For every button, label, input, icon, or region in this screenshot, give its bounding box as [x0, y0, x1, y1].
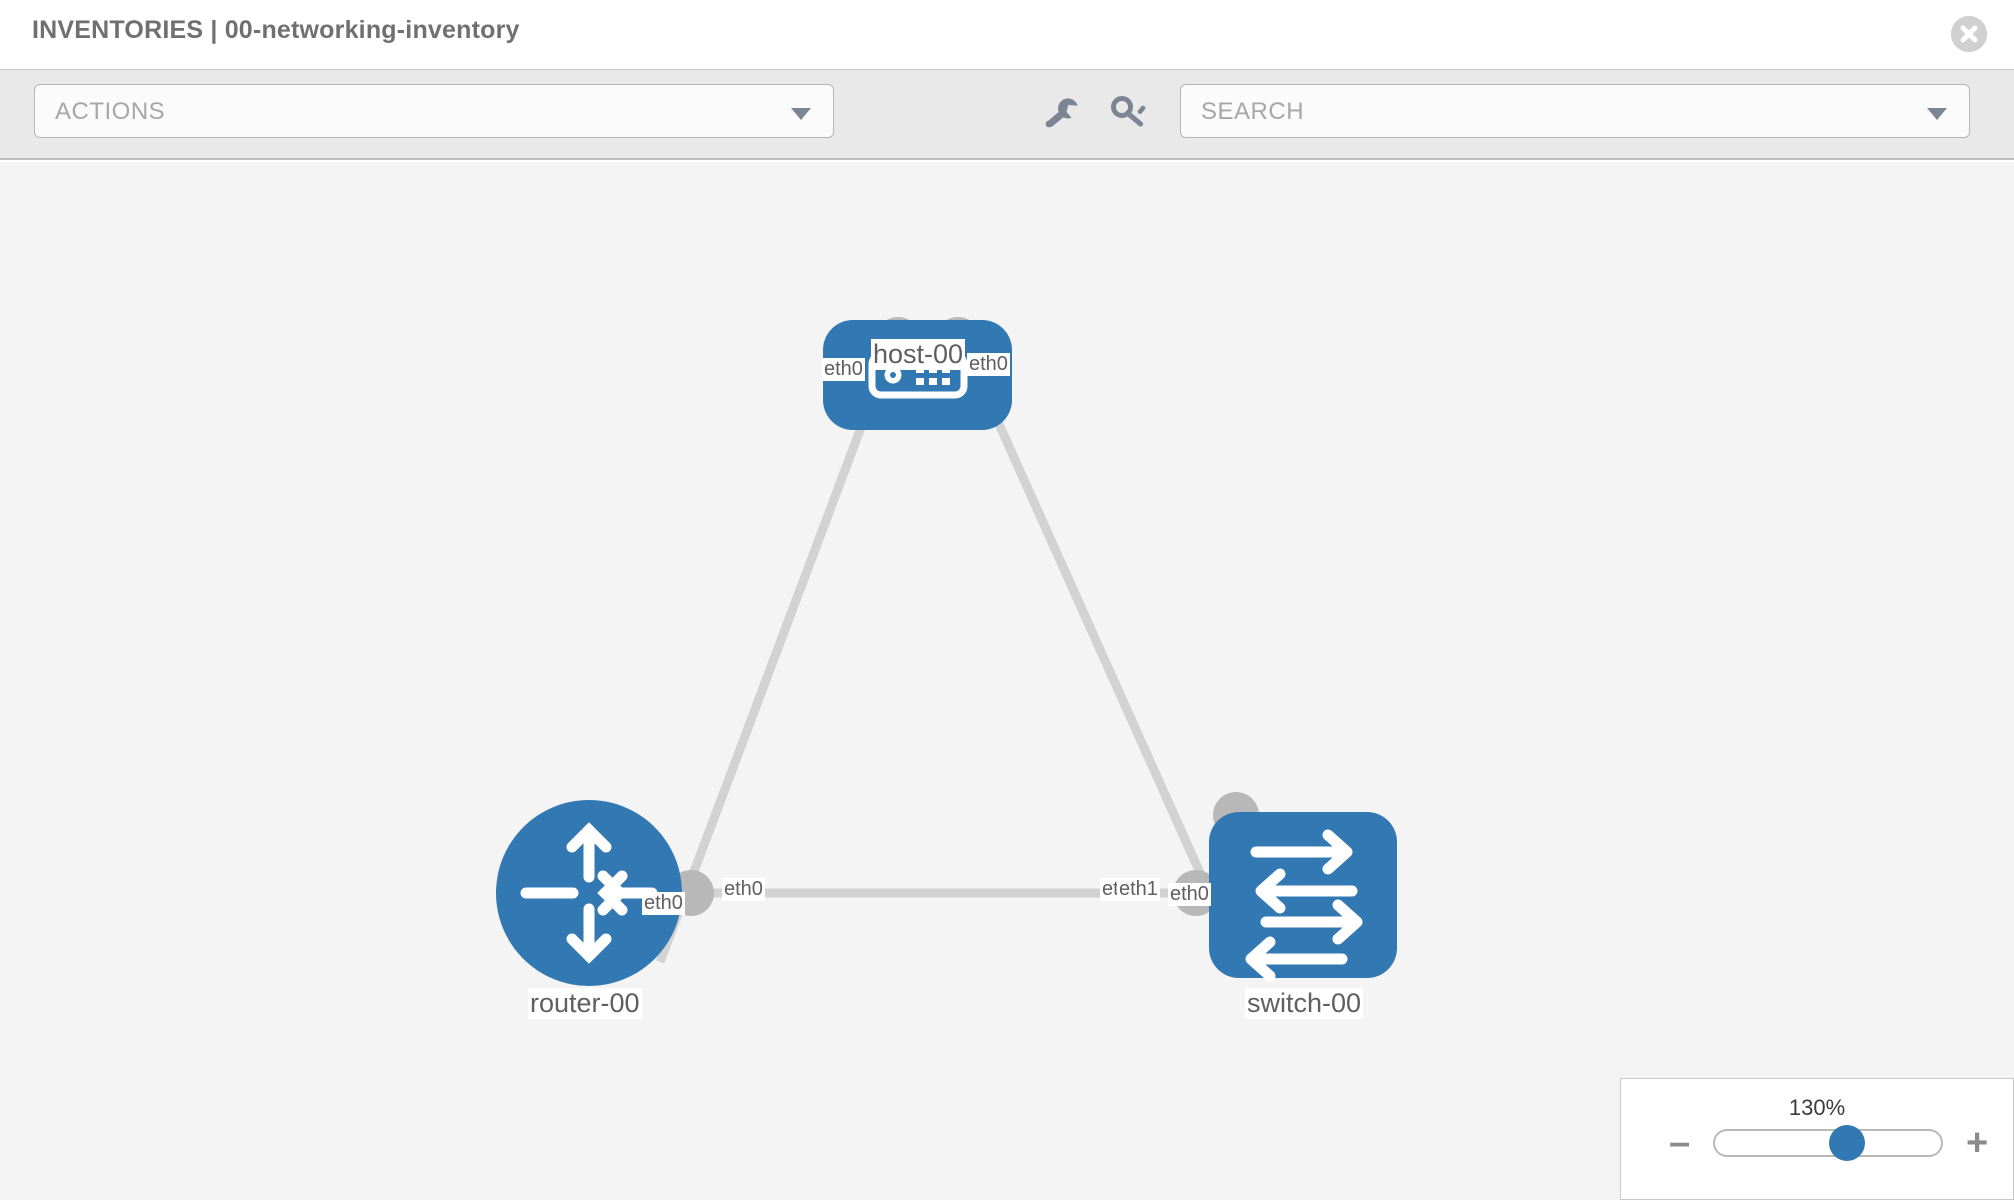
key-icon: [1111, 96, 1146, 127]
edge-label-router00-eth0-east: eth0: [722, 878, 765, 901]
zoom-out-button[interactable]: –: [1669, 1122, 1691, 1164]
close-circle-icon: [1951, 16, 1987, 52]
node-label-router-00: router-00: [528, 988, 642, 1019]
chevron-down-icon: [1927, 108, 1947, 120]
topology-graph: [496, 317, 1397, 986]
edge-label-router00-eth0-nw: eth0: [642, 892, 685, 915]
node-label-switch-00: switch-00: [1245, 988, 1364, 1019]
edge-label-switch00-eth1-west: eth1: [1117, 878, 1160, 901]
edge-host00-router00: [655, 335, 900, 964]
edge-label-host00-eth0-right: eth0: [967, 353, 1010, 376]
actions-dropdown[interactable]: ACTIONS: [34, 84, 834, 138]
zoom-control-panel: 130% – +: [1620, 1078, 2014, 1200]
actions-dropdown-label: ACTIONS: [55, 98, 166, 125]
zoom-level-value: 130%: [1788, 1095, 1846, 1120]
switch-arrows-icon: [1245, 829, 1363, 982]
node-router-00: [496, 800, 682, 986]
edge-label-switch00-eth0-ne: eth0: [1168, 883, 1211, 906]
search-input[interactable]: SEARCH: [1180, 84, 1970, 138]
edge-label-host00-eth0-left: eth0: [822, 358, 865, 381]
node-label-host-00: host-00: [871, 339, 966, 370]
search-placeholder: SEARCH: [1201, 98, 1305, 125]
topology-canvas[interactable]: host-00 router-00 switch-00 eth0 eth0 et…: [0, 162, 2014, 1200]
node-switch-00: [1209, 812, 1397, 982]
page-title: INVENTORIES | 00-networking-inventory: [32, 16, 520, 44]
edge-host00-switch00: [955, 335, 1245, 964]
wrench-icon: [1045, 98, 1078, 128]
graph-edges: [655, 335, 1245, 964]
router-arrows-icon: [520, 822, 658, 964]
zoom-in-button[interactable]: +: [1966, 1122, 1989, 1164]
close-button[interactable]: [1951, 16, 1987, 52]
zoom-slider-thumb[interactable]: [1829, 1125, 1865, 1161]
chevron-down-icon: [791, 108, 811, 120]
app-header: INVENTORIES | 00-networking-inventory: [0, 0, 2014, 70]
zoom-slider-track[interactable]: [1713, 1125, 1943, 1161]
key-button[interactable]: [1110, 96, 1150, 130]
wrench-button[interactable]: [1042, 96, 1082, 130]
